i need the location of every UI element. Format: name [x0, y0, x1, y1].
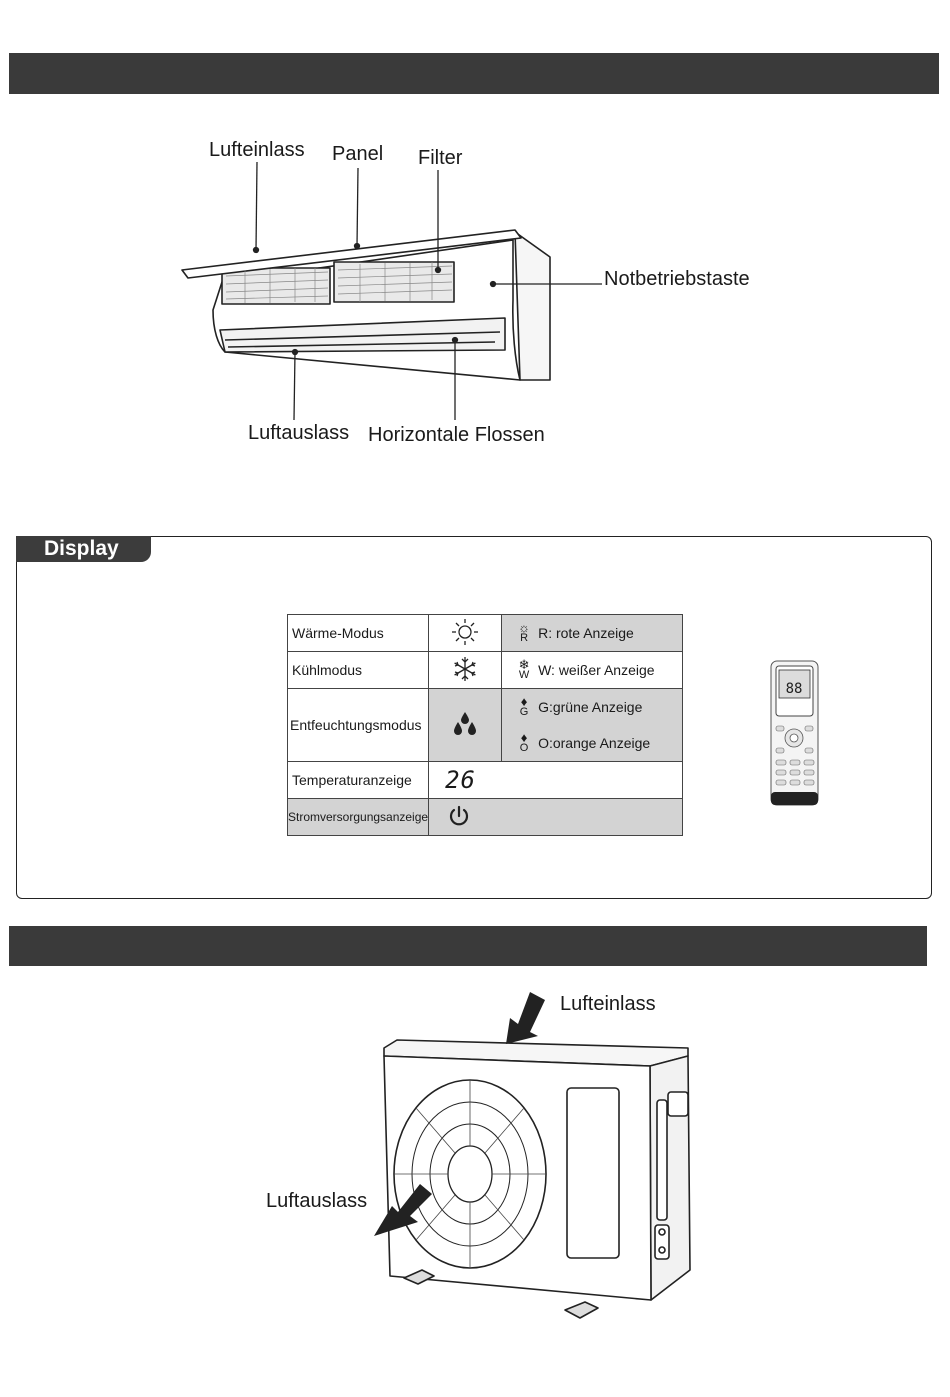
indicator-letter: W: [519, 670, 529, 681]
row-name: Stromversorgungsanzeige: [288, 799, 429, 836]
label-panel: Panel: [332, 143, 383, 166]
table-row: Entfeuchtungsmodus ♦G G:grüne Anzeige ♦O…: [288, 689, 683, 762]
label-horizontal-flaps: Horizontale Flossen: [368, 424, 545, 447]
indicator-cell: ♦G G:grüne Anzeige ♦O O:orange Anzeige: [502, 689, 683, 762]
table-row: Temperaturanzeige 26: [288, 762, 683, 799]
label-outdoor-air-inlet: Lufteinlass: [560, 993, 656, 1016]
sun-icon: [429, 615, 502, 652]
indicator-cell: ❄W W: weißer Anzeige: [502, 652, 683, 689]
label-outdoor-air-outlet: Luftauslass: [266, 1190, 367, 1213]
display-indicator-table: Wärme-Modus ☼R R: rote Anzeige Kühlmodus…: [287, 614, 683, 836]
row-name: Temperaturanzeige: [288, 762, 429, 799]
row-name: Kühlmodus: [288, 652, 429, 689]
row-name: Wärme-Modus: [288, 615, 429, 652]
temperature-display-value: 26: [445, 766, 476, 794]
remote-screen-value: 88: [786, 681, 803, 697]
indicator-text: G:grüne Anzeige: [538, 699, 642, 715]
droplets-icon: [429, 689, 502, 762]
temperature-value-cell: 26: [429, 762, 683, 799]
label-air-outlet: Luftauslass: [248, 422, 349, 445]
indicator-text: R: rote Anzeige: [538, 625, 634, 641]
remote-control-illustration: 88: [770, 660, 820, 806]
table-row: Wärme-Modus ☼R R: rote Anzeige: [288, 615, 683, 652]
indicator-cell: ☼R R: rote Anzeige: [502, 615, 683, 652]
label-air-inlet: Lufteinlass: [209, 139, 305, 162]
indicator-letter: R: [520, 633, 528, 644]
snowflake-icon: [429, 652, 502, 689]
indicator-letter: O: [520, 743, 529, 754]
display-section-title: Display: [16, 536, 151, 562]
indicator-text: W: weißer Anzeige: [538, 662, 654, 678]
section-header-bar-outdoor: [9, 926, 927, 966]
label-filter: Filter: [418, 147, 462, 170]
table-row: Stromversorgungsanzeige: [288, 799, 683, 836]
table-row: Kühlmodus ❄W W: weißer Anzeige: [288, 652, 683, 689]
label-emergency-button: Notbetriebstaste: [604, 268, 750, 291]
power-icon: [429, 799, 683, 836]
outdoor-unit-illustration: [0, 970, 950, 1390]
indicator-text: O:orange Anzeige: [538, 735, 650, 751]
row-name: Entfeuchtungsmodus: [288, 689, 429, 762]
indicator-letter: G: [520, 707, 529, 718]
